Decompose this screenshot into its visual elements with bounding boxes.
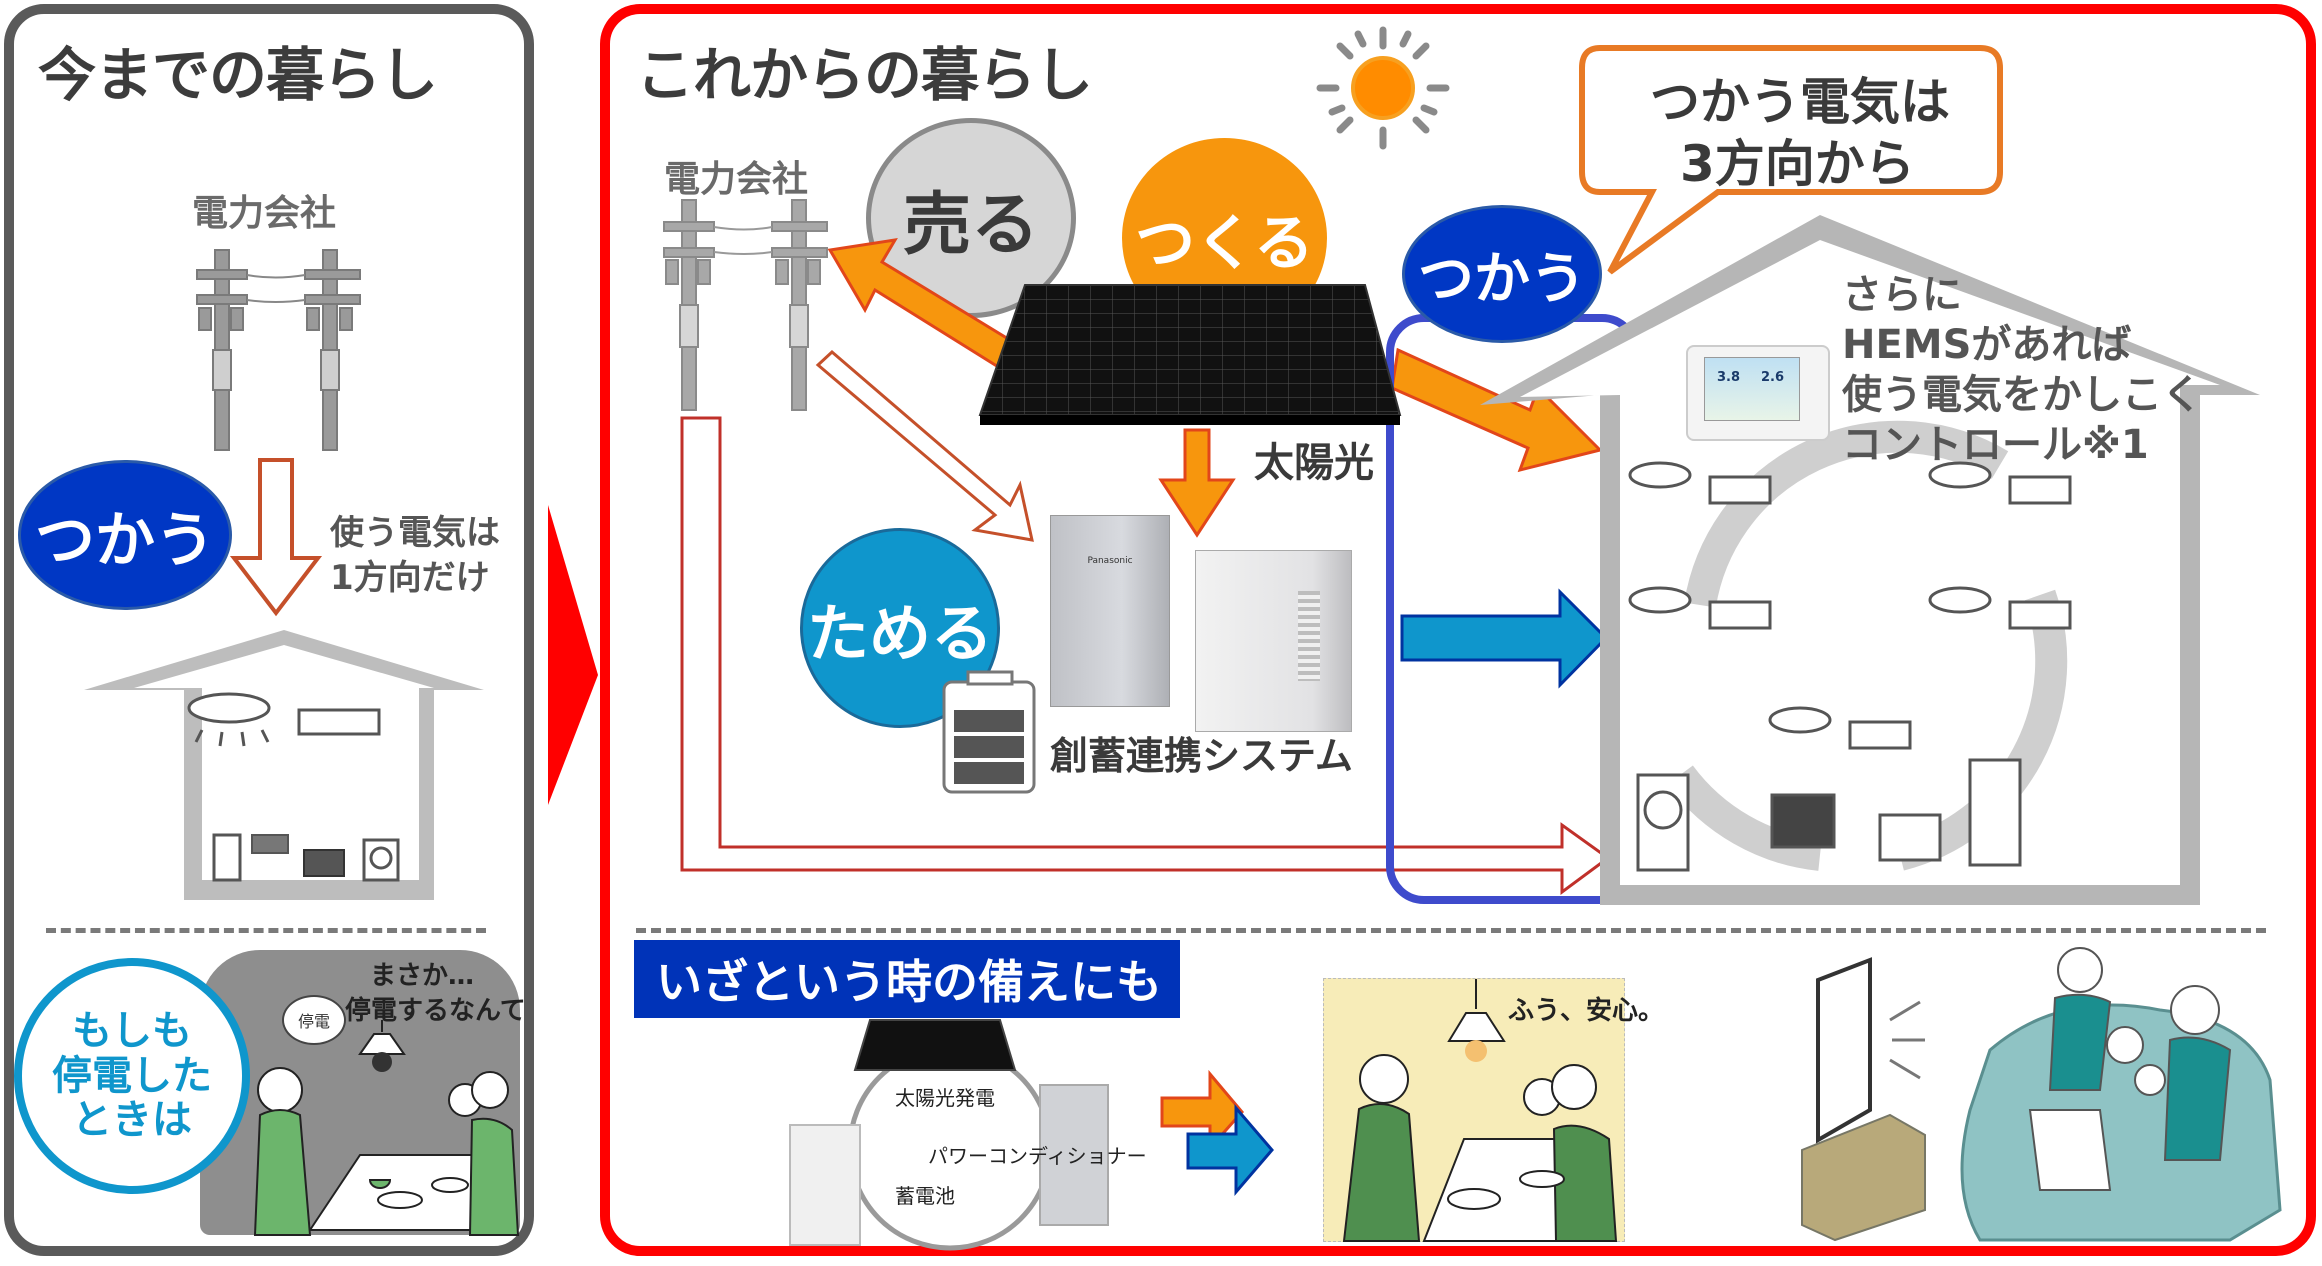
blackout-badge-line2: 停電した [52, 1052, 212, 1099]
transition-arrow-icon [548, 505, 598, 805]
blackout-badge-line1: もしも [72, 1007, 192, 1054]
new-life-title: これからの暮らし [636, 41, 1093, 109]
system-label: 創蓄連携システム [1050, 734, 1353, 778]
hems-monitor-device: 3.8 2.6 [1686, 345, 1830, 441]
utility-pole-icon [663, 199, 828, 411]
emergency-system-diagram [789, 1019, 1109, 1251]
sell-arrow-icon [827, 238, 1012, 371]
battery-icon [942, 670, 1036, 794]
store-badge-text: ためる [806, 597, 993, 670]
solar-use-arrow-icon [1390, 347, 1603, 473]
family-tv-illustration [1801, 947, 2282, 1242]
emergency-solar-label: 太陽光発電 [895, 1086, 995, 1110]
blackout-speech-bubble: 停電 [282, 995, 346, 1045]
old-flow-note-line2: 1方向だけ [330, 558, 490, 598]
new-power-company-label: 電力会社 [664, 159, 809, 200]
power-conditioner-device: Panasonic [1050, 515, 1170, 707]
hems-value-2: 2.6 [1761, 370, 1785, 385]
hems-note-line2: HEMSがあれば [1842, 322, 2132, 368]
emergency-inverter-label: パワーコンディショナー [928, 1144, 1147, 1168]
blackout-badge-line3: ときは [72, 1097, 192, 1144]
hems-note-line4: コントロール※1 [1842, 422, 2149, 468]
blackout-caption-line2: 停電するなんて [345, 996, 526, 1026]
old-use-badge: つかう [18, 460, 232, 610]
callout-bubble [1579, 45, 2003, 275]
sun-icon [1316, 26, 1450, 150]
new-house-illustration [1480, 215, 2280, 905]
hems-note-line1: さらに [1842, 272, 1962, 318]
old-section-divider [46, 928, 486, 933]
emergency-banner-text: いざという時の備えにも [656, 955, 1162, 1009]
solar-label: 太陽光 [1254, 440, 1374, 486]
old-life-title: 今までの暮らし [38, 41, 438, 109]
blackout-badge: もしも 停電した ときは [14, 958, 250, 1194]
relief-caption: ふう、安心。 [1508, 996, 1665, 1026]
new-section-divider [636, 928, 2266, 933]
lit-dining-scene-illustration [1323, 978, 1625, 1242]
old-flow-note-line1: 使う電気は [330, 513, 500, 553]
hems-value-1: 3.8 [1717, 370, 1741, 385]
emergency-banner: いざという時の備えにも [634, 940, 1180, 1018]
new-use-badge-text: つかう [1418, 246, 1586, 312]
unlit-lamp-icon [358, 1020, 406, 1072]
device-brand-label: Panasonic [1087, 556, 1133, 566]
blackout-caption-line1: まさか… [370, 961, 475, 991]
emergency-arrows-icon [1160, 1069, 1274, 1197]
storage-use-arrow-icon [1400, 588, 1609, 689]
make-badge-text: つくる [1135, 208, 1314, 279]
dinner-table-dark-illustration [253, 1067, 520, 1236]
hems-note-line3: 使う電気をかしこく [1842, 372, 2202, 418]
sell-badge-text: 売る [902, 185, 1039, 265]
storage-battery-device [1195, 550, 1352, 732]
solar-store-arrow-icon [1158, 428, 1236, 538]
old-use-badge-text: つかう [35, 505, 215, 576]
old-power-company-label: 電力会社 [192, 193, 337, 234]
old-house-illustration [84, 630, 484, 900]
callout-line2: 3方向から [1680, 135, 1915, 193]
grid-store-arrow-icon [815, 349, 1034, 542]
callout-line1: つかう電気は [1650, 73, 1950, 131]
solar-panel-icon [978, 284, 1402, 425]
one-way-arrow-icon [229, 458, 323, 617]
grid-use-arrow-icon [680, 416, 1611, 895]
blackout-speech-text: 停電 [297, 1012, 330, 1031]
utility-pole-icon [196, 249, 361, 451]
new-use-badge: つかう [1402, 205, 1602, 343]
emergency-battery-label: 蓄電池 [895, 1184, 955, 1208]
